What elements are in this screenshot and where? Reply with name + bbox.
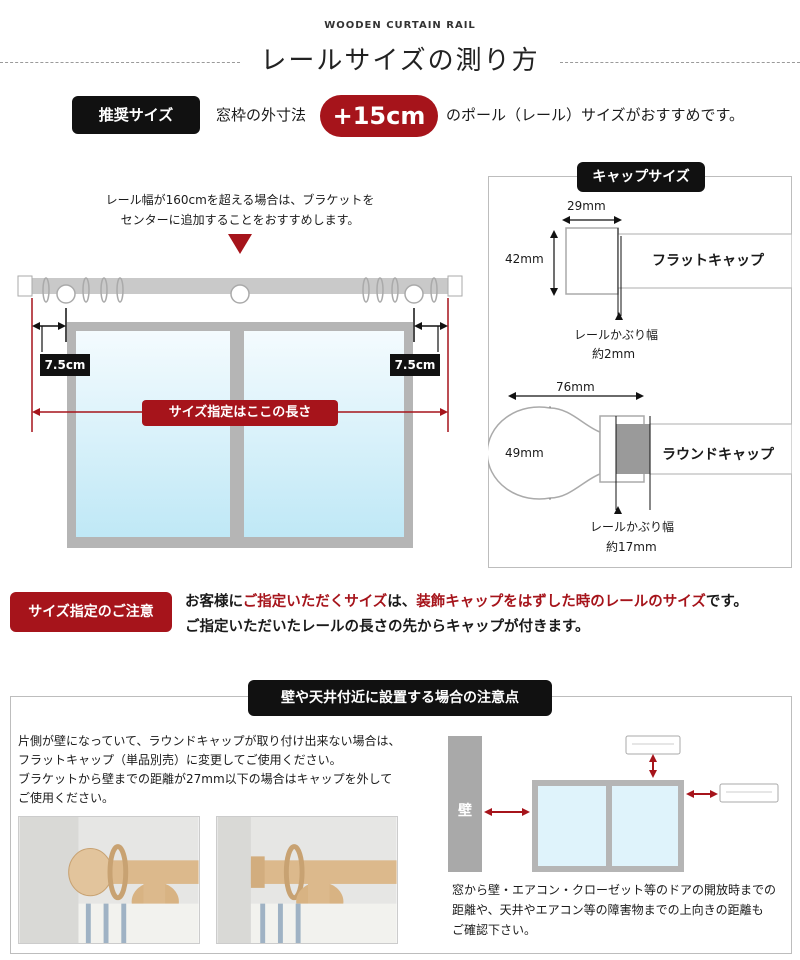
round-cap-height: 49mm [505,446,544,460]
caution-line1-highlight-1: ご指定いただくサイズ [242,594,388,610]
flat-cap-name: フラットキャップ [652,253,764,269]
wall-notice-text: 片側が壁になっていて、ラウンドキャップが取り付け出来ない場合は、 フラットキャッ… [18,732,448,808]
caution-line1-part-c: は、 [387,594,417,610]
bracket-note: レール幅が160cmを超える場合は、ブラケットを センターに追加することをおすす… [60,190,420,230]
rail-diagram [17,234,463,548]
air-conditioner-side-icon [719,783,779,803]
title-divider-left [0,62,240,63]
photo-flat-cap-wall [216,816,398,944]
rail-end-cap-left [17,275,33,297]
obstacle-notice-line3: ご確認下さい。 [452,923,537,937]
air-conditioner-top-icon [625,735,681,755]
caution-line1-part-e: です。 [705,594,748,610]
round-cap-rail [649,423,792,475]
bracket-note-line1: レール幅が160cmを超える場合は、ブラケットを [105,193,375,207]
recommend-label: 推奨サイズ [72,96,200,134]
wall-notice-line3: ブラケットから壁までの距離が27mm以下の場合はキャップを外して [18,772,393,786]
wall-shape [448,736,482,872]
page-title: レールサイズの測り方 [260,46,540,76]
wall-notice-title: 壁や天井付近に設置する場合の注意点 [248,680,552,716]
round-cap-name: ラウンドキャップ [662,447,774,463]
flat-cap-cover-label: レールかぶり幅 [574,328,659,342]
recommend-text-after: のポール（レール）サイズがおすすめです。 [446,106,745,124]
wall-notice-line4: ご使用ください。 [18,791,115,805]
round-cap-width: 76mm [556,380,595,394]
flat-cap-height: 42mm [505,252,544,266]
title-divider-right [560,62,800,63]
flat-cap-shape [565,227,619,295]
right-offset-tag: 7.5cm [390,354,440,376]
flat-cap-rail [617,233,792,289]
round-cap-rail-cover [616,424,650,474]
obstacle-notice-line1: 窓から壁・エアコン・クローゼット等のドアの開放時までの [452,883,777,897]
round-cap-cover-value: 約17mm [606,540,657,554]
caution-line1: お客様にご指定いただくサイズは、装飾キャップをはずした時のレールのサイズです。 [185,590,795,615]
bracket-right [404,284,424,304]
caution-line1-highlight-2: 装飾キャップをはずした時のレールのサイズ [416,594,706,610]
photo-round-cap-wall [18,816,200,944]
obstacle-notice-line2: 距離や、天井やエアコン等の障害物までの上向きの距離も [452,903,764,917]
wall-notice-line1: 片側が壁になっていて、ラウンドキャップが取り付け出来ない場合は、 [18,734,401,748]
bracket-center [230,284,250,304]
curtain-rings [42,277,438,303]
wall-notice-line2: フラットキャップ（単品別売）に変更してご使用ください。 [18,753,342,767]
caution-label: サイズ指定のご注意 [10,592,172,632]
round-cap-cover-label: レールかぶり幅 [590,520,675,534]
obstacle-notice-text: 窓から壁・エアコン・クローゼット等のドアの開放時までの 距離や、天井やエアコン等… [452,880,792,940]
window-mullion [230,324,244,544]
left-offset-tag: 7.5cm [40,354,90,376]
bracket-note-line2: センターに追加することをおすすめします。 [120,213,360,227]
center-bracket-pointer-icon [228,234,252,254]
recommend-text-before: 窓枠の外寸法 [216,106,307,124]
flat-cap-cover-value: 約2mm [592,347,636,361]
caution-text: お客様にご指定いただくサイズは、装飾キャップをはずした時のレールのサイズです。 … [185,590,795,640]
recommend-badge: +15cm [320,95,438,137]
bracket-left [56,284,76,304]
cap-diagram [488,216,792,514]
wall-label: 壁 [458,803,472,819]
size-spec-label: サイズ指定はここの長さ [142,400,338,426]
caution-line2: ご指定いただいたレールの長さの先からキャップが付きます。 [185,619,590,635]
header-eyebrow: WOODEN CURTAIN RAIL [324,20,476,31]
wall-distance-diagram [448,735,779,872]
cap-size-title: キャップサイズ [577,162,705,192]
caution-line1-part-a: お客様に [185,594,243,610]
flat-cap-width: 29mm [567,199,606,213]
rail-end-cap-right [447,275,463,297]
